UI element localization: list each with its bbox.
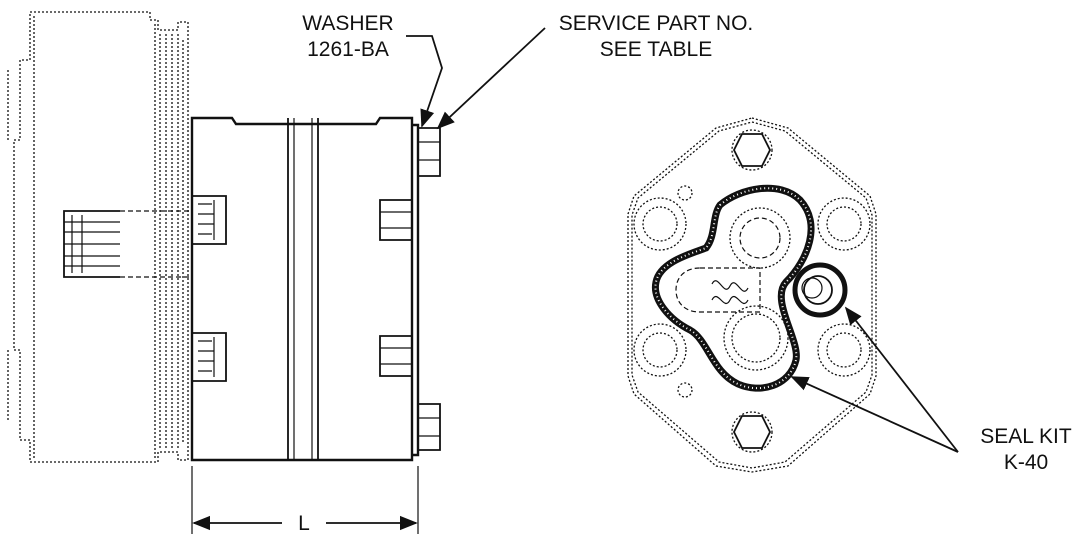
idler-gear-inner bbox=[731, 313, 781, 363]
corner-bolt-br bbox=[817, 323, 871, 377]
idler-gear-outer bbox=[723, 305, 789, 371]
hex-head-bottom bbox=[731, 411, 773, 453]
corner-bolt-bl bbox=[633, 323, 687, 377]
cap-screw-lower bbox=[417, 403, 441, 451]
splined-shaft bbox=[63, 210, 192, 278]
dimension-l bbox=[191, 466, 419, 534]
seal-kit-label-line2: K-40 bbox=[1004, 451, 1048, 474]
seal-kit-label-line1: SEAL KIT bbox=[980, 425, 1072, 448]
corner-bolt-tr bbox=[817, 197, 871, 251]
gear-pocket-seal bbox=[651, 184, 815, 392]
drive-gear-spline bbox=[739, 217, 781, 259]
mounting-flange bbox=[7, 11, 189, 463]
hex-head-top bbox=[731, 129, 773, 171]
gear-mesh bbox=[711, 280, 749, 304]
corner-bolt-tl bbox=[633, 197, 687, 251]
washer-label-line2: 1261-BA bbox=[307, 38, 389, 61]
port-outline bbox=[675, 267, 761, 313]
pump-body-side bbox=[190, 116, 441, 462]
o-ring-seal bbox=[792, 262, 848, 318]
nut-right-upper bbox=[379, 199, 413, 241]
seal-kit-leader-oring bbox=[844, 306, 959, 453]
drive-gear-outer bbox=[729, 207, 791, 269]
washer-label-line1: WASHER bbox=[302, 12, 393, 35]
pin-hole-lower bbox=[677, 382, 693, 398]
service-part-label-line2: SEE TABLE bbox=[600, 38, 712, 61]
bolt-left-upper bbox=[192, 195, 227, 245]
pump-cover-end-view bbox=[627, 117, 877, 473]
dimension-label: L bbox=[298, 512, 310, 534]
pin-hole-upper bbox=[677, 185, 693, 201]
bolt-left-lower bbox=[192, 332, 227, 382]
nut-right-lower bbox=[379, 335, 413, 377]
washer-leader bbox=[406, 35, 443, 128]
service-part-label-line1: SERVICE PART NO. bbox=[559, 12, 754, 35]
seal-kit-leader-gasket bbox=[790, 376, 959, 453]
service-part-leader bbox=[436, 27, 546, 130]
cap-screw-upper bbox=[417, 127, 441, 177]
